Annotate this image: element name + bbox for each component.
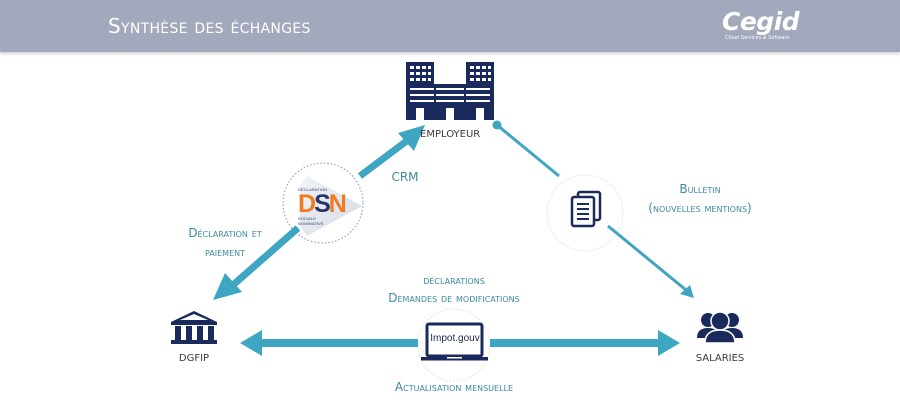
arrow-impot-to-dgfip: [240, 330, 418, 356]
arrow-to-employeur: [357, 125, 425, 179]
logo-name: Cegid: [722, 7, 800, 36]
dsn-letter-s: S: [314, 190, 331, 218]
dsn-main-text: DSN: [298, 190, 348, 218]
header-bar: Synthèse des échanges Cegid Cloud Servic…: [0, 0, 900, 52]
label-actualisation: Actualisation mensuelle: [394, 380, 514, 394]
impot-screen-text: Impot.gouv: [430, 333, 480, 344]
dsn-letter-d: D: [298, 190, 316, 218]
laptop-icon: [421, 322, 488, 361]
dsn-bottom-text-1: SOCIALE: [298, 216, 317, 221]
dsn-letter-n: N: [328, 190, 347, 218]
dsn-logo: DÉCLARATION DSN SOCIALE NOMINATIVE: [298, 187, 348, 233]
cegid-logo: Cegid Cloud Services & Software: [722, 7, 800, 41]
dsn-top-text: DÉCLARATION: [298, 187, 328, 192]
arrow-to-dgfip: [213, 225, 301, 300]
people-group-icon: [697, 311, 743, 344]
documents-icon: [570, 190, 602, 228]
page-title: Synthèse des échanges: [108, 14, 311, 38]
arrow-impot-to-salaries: [490, 330, 680, 356]
dsn-play-shape: [300, 176, 362, 236]
office-building-icon: [406, 62, 494, 120]
node-label-salaries: SALARIES: [695, 353, 745, 364]
label-declaration-paiement-1: Déclaration et: [188, 226, 262, 240]
label-crm: CRM: [391, 170, 419, 184]
logo-tagline: Cloud Services & Software: [725, 35, 790, 41]
node-label-employeur: EMPLOYEUR: [420, 129, 481, 140]
label-bulletin-2: (nouvelles mentions): [648, 201, 752, 215]
arrow-to-salaries-diagonal: [607, 224, 694, 298]
government-building-icon: [171, 311, 217, 344]
label-declaration-paiement-2: paiement: [204, 245, 246, 259]
label-bulletin-1: Bulletin: [679, 182, 721, 196]
label-declarations-1: déclarations: [423, 273, 485, 287]
line-employeur-bulletin: [492, 120, 560, 178]
dsn-bottom-text-2: NOMINATIVE: [298, 221, 324, 226]
node-label-dgfip: DGFIP: [178, 353, 210, 364]
label-declarations-2: Demandes de modifications: [388, 291, 520, 305]
